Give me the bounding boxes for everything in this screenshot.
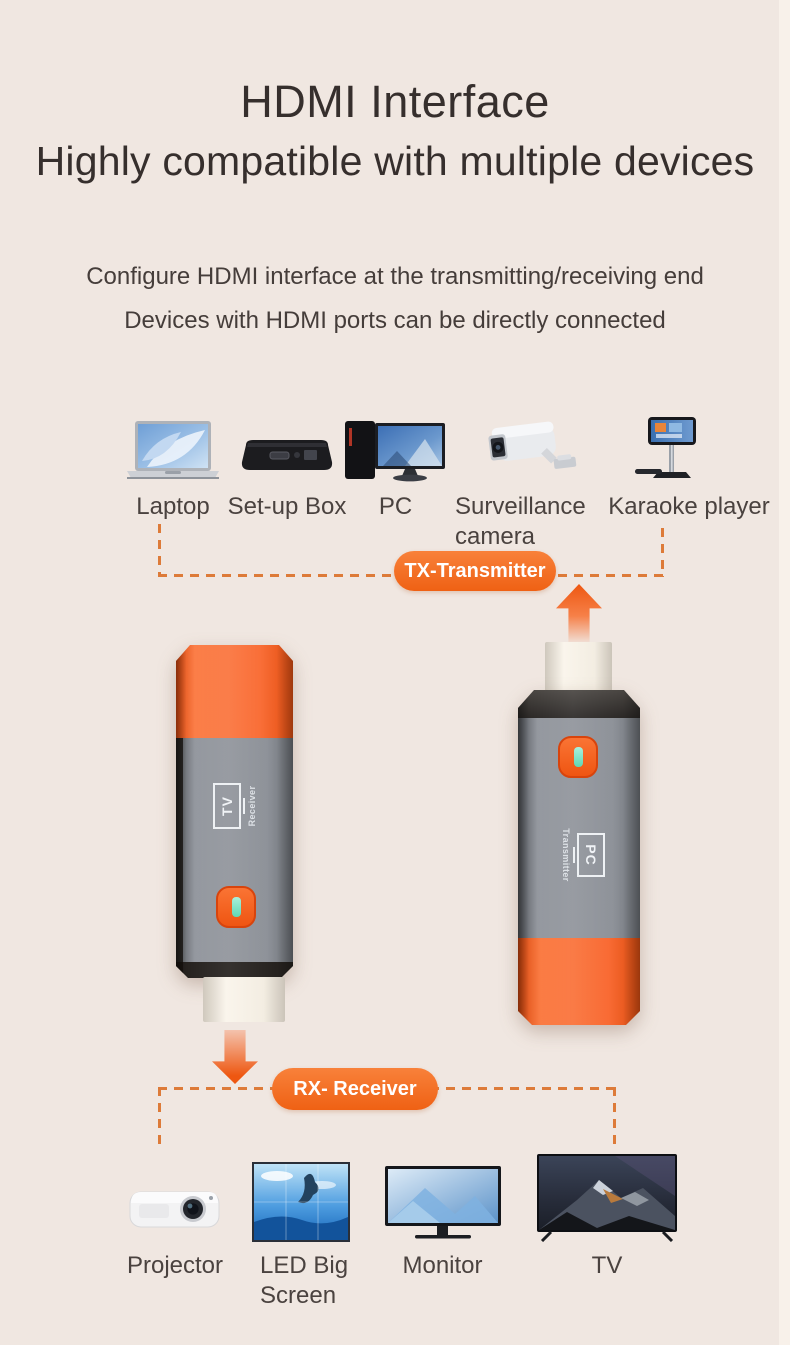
- led-indicator: [231, 897, 241, 917]
- monitor-icon: [380, 1152, 505, 1242]
- device-label: Monitor: [402, 1252, 483, 1279]
- receiver-cap: [176, 645, 293, 738]
- led-indicator: [573, 747, 583, 767]
- desktop-pc-icon: [338, 405, 453, 483]
- tv-icon: [533, 1152, 681, 1242]
- projector-icon: [110, 1152, 240, 1242]
- karaoke-player-icon: [600, 405, 778, 483]
- description-line-1: Configure HDMI interface at the transmit…: [86, 263, 704, 290]
- down-arrow-icon: [212, 1030, 258, 1084]
- device-label: Projector: [126, 1252, 224, 1279]
- output-device-led-screen: LED Big Screen: [243, 1152, 358, 1311]
- receiver-label-group: TV Receiver: [213, 781, 261, 831]
- pc-port-box: PC: [577, 833, 605, 877]
- settop-box-icon: [222, 405, 352, 483]
- transmitter-pairing-button: [558, 736, 598, 778]
- tv-stand-line: [243, 798, 245, 814]
- page-title: HDMI Interface: [240, 76, 550, 127]
- page-subtitle-heading: Highly compatible with multiple devices: [35, 138, 755, 184]
- up-arrow-icon: [556, 584, 602, 642]
- receiver-role-label: Receiver: [247, 785, 257, 827]
- right-edge-strip: [779, 0, 790, 1345]
- device-label: Laptop: [136, 493, 210, 520]
- tx-transmitter-badge: TX-Transmitter: [394, 551, 556, 591]
- transmitter-tail: [518, 938, 640, 1025]
- tv-port-box: TV: [213, 783, 241, 829]
- source-device-settop-box: Set-up Box: [222, 405, 352, 522]
- output-device-projector: Projector: [110, 1152, 240, 1281]
- receiver-body: [176, 738, 293, 962]
- device-label: Set-up Box: [227, 493, 347, 520]
- device-label: LED Big Screen: [260, 1252, 349, 1309]
- device-label: Surveillance camera: [455, 493, 586, 550]
- connector-line-right-top: [661, 528, 664, 577]
- source-device-surveillance-camera: Surveillance camera: [455, 405, 605, 552]
- transmitter-role-label: Transmitter: [561, 828, 571, 882]
- rx-receiver-badge: RX- Receiver: [272, 1068, 438, 1110]
- connector-line-left-bottom: [158, 1087, 161, 1150]
- laptop-icon: [103, 405, 243, 483]
- device-label: Karaoke player: [608, 493, 770, 520]
- transmitter-label-group: PC Transmitter: [555, 825, 605, 885]
- description-line-2: Devices with HDMI ports can be directly …: [124, 307, 666, 334]
- source-device-laptop: Laptop: [103, 405, 243, 522]
- cctv-camera-icon: [455, 405, 605, 483]
- led-screen-icon: [243, 1152, 358, 1242]
- source-device-pc: PC: [338, 405, 453, 522]
- transmitter-cap: [518, 690, 640, 718]
- device-label: TV: [591, 1252, 623, 1279]
- source-device-karaoke-player: Karaoke player: [600, 405, 778, 522]
- pc-stand-line: [573, 847, 575, 863]
- hdmi-connector-receiver: [203, 977, 285, 1022]
- output-device-monitor: Monitor: [380, 1152, 505, 1281]
- receiver-pairing-button: [216, 886, 256, 928]
- receiver-foot: [176, 962, 293, 978]
- hdmi-connector-transmitter: [545, 642, 612, 694]
- output-device-tv: TV: [533, 1152, 681, 1281]
- device-label: PC: [378, 493, 413, 520]
- connector-line-left-top: [158, 524, 161, 577]
- connector-line-right-bottom: [613, 1087, 616, 1150]
